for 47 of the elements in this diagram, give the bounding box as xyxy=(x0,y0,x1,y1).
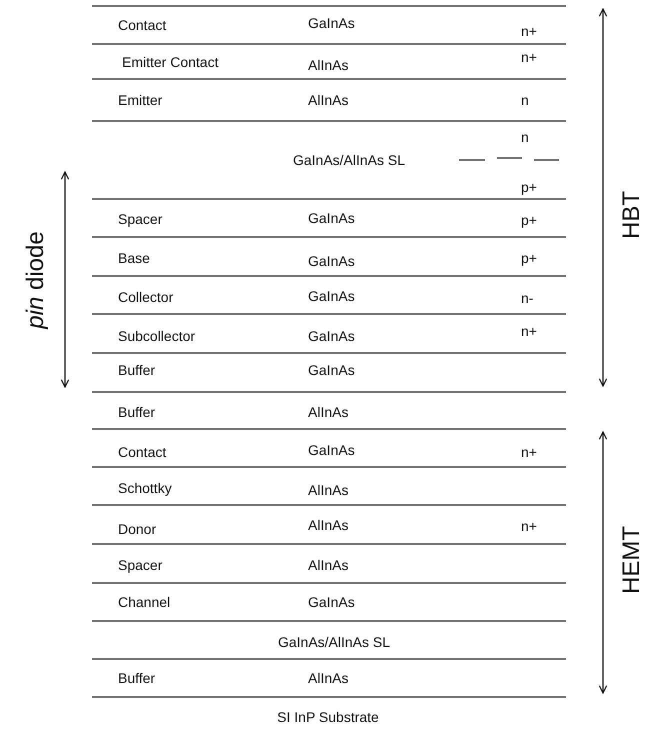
layer-name: Base xyxy=(118,250,150,266)
material-label: AlInAs xyxy=(308,56,348,74)
material-label: GaInAs xyxy=(308,288,355,304)
material-label: AlInAs xyxy=(308,516,348,534)
doping-label: n xyxy=(521,92,529,108)
doping-label: n+ xyxy=(521,48,537,66)
doping-label: p+ xyxy=(521,178,537,196)
doping-label: n+ xyxy=(521,444,537,460)
layer-name: Subcollector xyxy=(118,328,196,344)
layer-name: Schottky xyxy=(118,480,172,496)
device-label: HBT xyxy=(618,191,646,239)
material-label: GaInAs xyxy=(308,442,355,458)
layer-label: GaInAs/AlInAs SL xyxy=(278,634,390,650)
layer-name: Contact xyxy=(118,16,166,34)
material-label: AlInAs xyxy=(308,670,348,686)
layer-label: SI InP Substrate xyxy=(277,708,379,726)
layer-name: Donor xyxy=(118,520,156,538)
doping-label: p+ xyxy=(521,212,537,228)
material-label: GaInAs xyxy=(308,14,355,32)
layer-name: Contact xyxy=(118,444,166,460)
material-label: AlInAs xyxy=(308,482,348,498)
material-label: GaInAs xyxy=(308,210,355,226)
layer-name: Spacer xyxy=(118,210,162,228)
material-label: GaInAs xyxy=(308,594,355,610)
material-label: AlInAs xyxy=(308,92,348,108)
doping-label: n xyxy=(521,128,529,146)
material-label: GaInAs xyxy=(308,252,355,270)
doping-label: n+ xyxy=(521,22,537,40)
doping-label: p+ xyxy=(521,250,537,266)
material-label: AlInAs xyxy=(308,404,348,420)
layer-name: Emitter Contact xyxy=(122,54,218,70)
layer-name: Spacer xyxy=(118,556,162,574)
material-label: AlInAs xyxy=(308,556,348,574)
layer-name: Buffer xyxy=(118,362,156,378)
device-label: HEMT xyxy=(618,526,646,594)
doping-label: n+ xyxy=(521,322,537,340)
layer-name: Buffer xyxy=(118,404,156,420)
doping-label: n+ xyxy=(521,518,537,534)
material-label: GaInAs xyxy=(308,362,355,378)
layer-name: Emitter xyxy=(118,92,162,108)
layer-name: Buffer xyxy=(118,670,156,686)
layer-name: Channel xyxy=(118,594,170,610)
layer-label: GaInAs/AlInAs SL xyxy=(292,152,406,168)
device-label: pin diode xyxy=(22,231,50,329)
layer-name: Collector xyxy=(118,288,174,306)
doping-label: n- xyxy=(521,290,534,306)
material-label: GaInAs xyxy=(308,328,355,344)
